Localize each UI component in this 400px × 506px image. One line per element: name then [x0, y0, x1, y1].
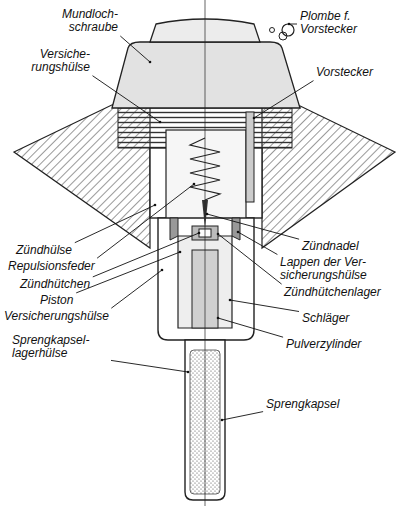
leader-dot: [237, 231, 240, 234]
leader-dot: [217, 317, 220, 320]
leader-dot: [154, 204, 157, 207]
part-label: Zündhülse: [16, 244, 72, 257]
leader-dot: [229, 299, 232, 302]
leader-line: [254, 81, 314, 118]
part-label: Sprengkapsel: [266, 398, 339, 411]
seal-ring: [279, 32, 287, 40]
pin-hole: [270, 28, 275, 33]
part-label: Zündnadel: [302, 240, 359, 253]
leader-line: [207, 214, 299, 239]
leader-dot: [253, 117, 256, 120]
part-label: Sprengkapsel- lagerhülse: [12, 334, 108, 360]
part-label: Versiche- rungshülse: [6, 48, 90, 74]
sleeve-tab: [170, 218, 178, 240]
lower-chamber: [158, 218, 254, 340]
leader-line: [218, 234, 282, 284]
part-label: Vorstecker: [316, 66, 373, 79]
part-label: Pulverzylinder: [286, 338, 361, 351]
leader-line: [218, 318, 283, 337]
leader-line: [222, 412, 263, 420]
part-label: Piston: [40, 294, 73, 307]
leader-line: [97, 184, 194, 258]
leader-line: [230, 300, 299, 312]
leader-dot: [149, 61, 152, 64]
leader-line: [120, 36, 150, 62]
leader-line: [93, 233, 199, 277]
safety-pin: [246, 112, 254, 202]
leader-dot: [198, 232, 201, 235]
leader-line: [238, 232, 277, 255]
axis-line: [205, 0, 206, 506]
leader-dot: [221, 419, 224, 422]
part-label: Mundloch- schraube: [42, 8, 118, 34]
part-label: Plombe f. Vorstecker: [300, 10, 380, 36]
leader-line: [111, 270, 162, 308]
seal-ring: [282, 24, 294, 36]
part-label: Schläger: [302, 312, 349, 325]
leader-dot: [187, 371, 190, 374]
leader-dot: [161, 269, 164, 272]
leader-line: [93, 76, 161, 122]
safety-sleeve: [166, 130, 246, 230]
part-label: Versicherungshülse: [4, 310, 109, 323]
leader-line: [75, 205, 155, 243]
leader-dot: [206, 213, 209, 216]
leader-dot: [193, 183, 196, 186]
part-label: Repulsionsfeder: [8, 260, 95, 273]
part-label: Zündhütchen: [20, 278, 90, 291]
leader-dot: [159, 121, 162, 124]
cap: [112, 42, 300, 108]
part-label: Lappen der Ver- sicherungshülse: [280, 256, 390, 282]
part-label: Zündhütchenlager: [284, 286, 381, 299]
leader-dot: [217, 233, 220, 236]
leader-line: [111, 360, 188, 372]
leader-dot: [179, 251, 182, 254]
leader-dot: [288, 23, 291, 26]
